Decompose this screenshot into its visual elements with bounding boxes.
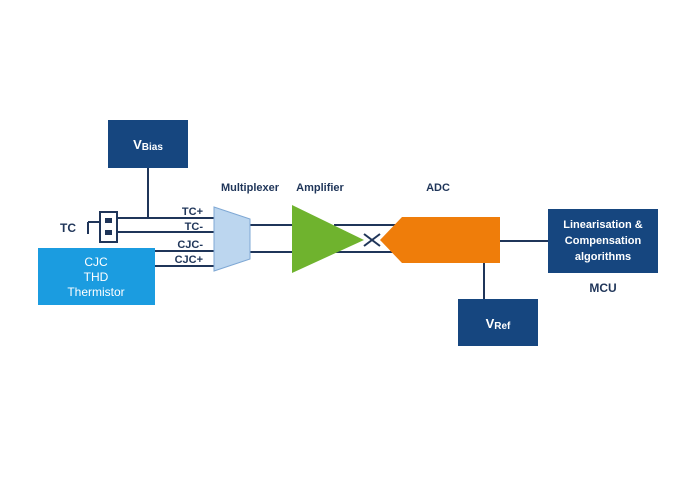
- vref-main: V: [486, 316, 495, 331]
- vbias-box: [108, 120, 188, 168]
- cjc-line-3: Thermistor: [67, 285, 124, 299]
- tc-connector-body: [99, 211, 118, 243]
- signal-cjc-minus: CJC-: [177, 239, 203, 251]
- mcu-line-2: Compensation: [565, 235, 642, 247]
- cross-b: [363, 233, 381, 247]
- vbias-block: VBias: [108, 120, 188, 168]
- vref-sub: Ref: [494, 321, 511, 332]
- adc-shape: [380, 217, 500, 263]
- vref-label: VRef: [486, 316, 511, 332]
- mcu-algorithms-block: Linearisation & Compensation algorithms: [548, 209, 658, 273]
- cjc-thermistor-box: [38, 248, 155, 305]
- vbias-main: V: [133, 137, 142, 152]
- vref-block: VRef: [458, 299, 538, 346]
- amplifier-triangle: [292, 205, 364, 273]
- mcu-label: MCU: [589, 281, 616, 295]
- signal-cjc-plus: CJC+: [175, 254, 203, 266]
- tc-connector-pin-bottom: [105, 230, 112, 235]
- cjc-line-1: CJC: [84, 255, 108, 269]
- multiplexer-label: Multiplexer: [221, 182, 280, 194]
- signal-labels: TC+ TC- CJC- CJC+: [175, 206, 204, 266]
- amplifier-label: Amplifier: [296, 182, 344, 194]
- tc-connector: [99, 211, 118, 243]
- vbias-label: VBias: [133, 137, 163, 153]
- vbias-sub: Bias: [142, 142, 164, 153]
- tc-connector-pin-top: [105, 218, 112, 223]
- tc-label: TC: [60, 221, 76, 235]
- adc-label: ADC: [426, 182, 450, 194]
- signal-tc-plus: TC+: [182, 206, 203, 218]
- mcu-line-3: algorithms: [575, 251, 631, 263]
- signal-tc-minus: TC-: [185, 221, 204, 233]
- vref-box: [458, 299, 538, 346]
- cjc-line-2: THD: [84, 270, 109, 284]
- multiplexer-shape: [213, 206, 251, 272]
- cjc-thermistor-block: CJC THD Thermistor: [38, 248, 155, 305]
- connection-lines: [87, 167, 548, 300]
- mcu-line-1: Linearisation &: [563, 219, 643, 231]
- mcu-algorithms-box: [548, 209, 658, 273]
